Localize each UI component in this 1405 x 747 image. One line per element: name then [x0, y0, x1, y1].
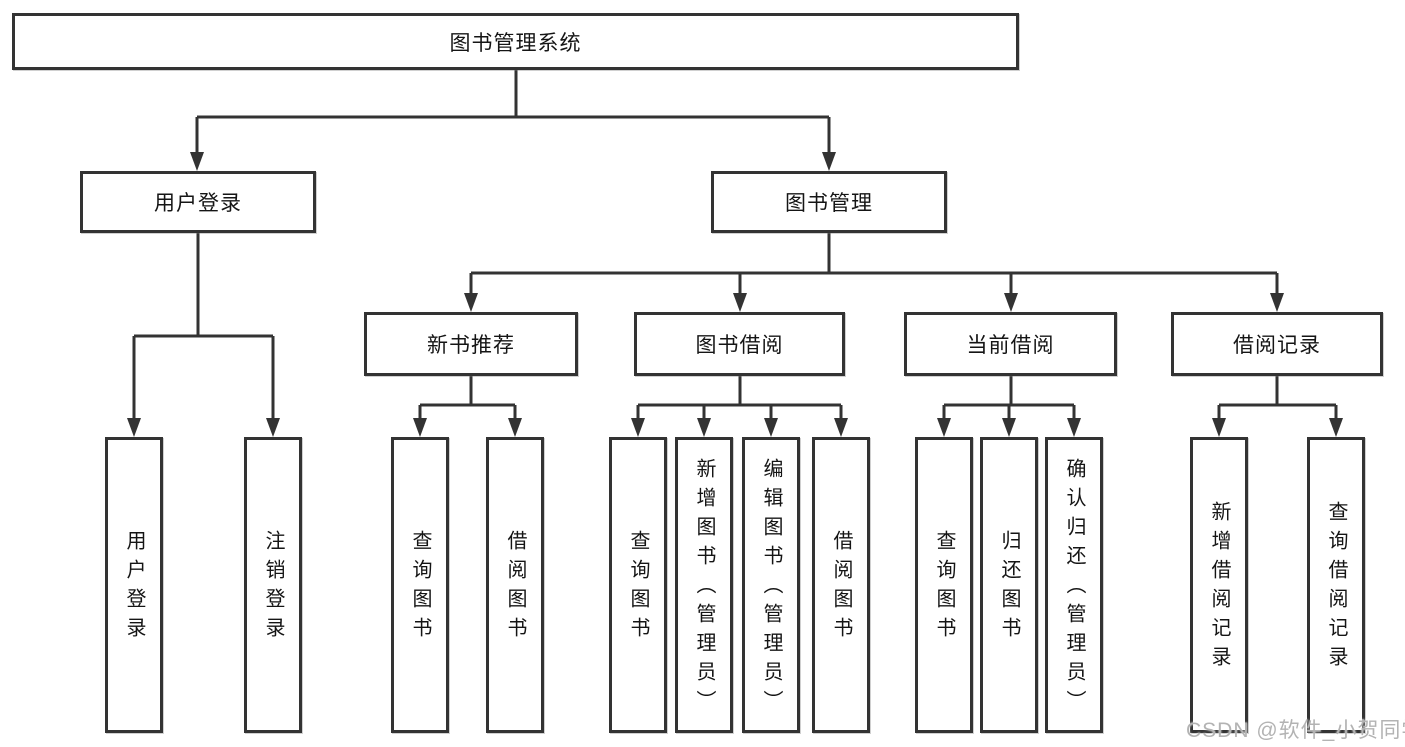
leaf-query-borrow-record: 查询借阅记录 — [1307, 437, 1365, 733]
leaf-add-books-admin: 新增图书（管理员） — [675, 437, 733, 733]
leaf-add-borrow-record: 新增借阅记录 — [1190, 437, 1248, 733]
leaf-edit-books-admin: 编辑图书（管理员） — [742, 437, 800, 733]
leaf-borrow-books: 借阅图书 — [812, 437, 870, 733]
leaf-confirm-return-admin: 确认归还（管理员） — [1045, 437, 1103, 733]
node-book-management: 图书管理 — [711, 171, 947, 233]
leaf-return-books: 归还图书 — [980, 437, 1038, 733]
leaf-logout: 注销登录 — [244, 437, 302, 733]
leaf-query-books-current: 查询图书 — [915, 437, 973, 733]
leaf-user-login: 用户登录 — [105, 437, 163, 733]
csdn-watermark: CSDN @软件_小贺同学 — [1186, 719, 1405, 742]
node-borrow-records: 借阅记录 — [1171, 312, 1383, 376]
node-book-borrow: 图书借阅 — [634, 312, 845, 376]
leaf-borrow-books-recommend: 借阅图书 — [486, 437, 544, 733]
leaf-query-books-borrow: 查询图书 — [609, 437, 667, 733]
node-user-login: 用户登录 — [80, 171, 316, 233]
node-current-borrow: 当前借阅 — [904, 312, 1117, 376]
node-new-book-recommend: 新书推荐 — [364, 312, 578, 376]
node-root-library-management-system: 图书管理系统 — [12, 13, 1019, 70]
leaf-query-books-recommend: 查询图书 — [391, 437, 449, 733]
